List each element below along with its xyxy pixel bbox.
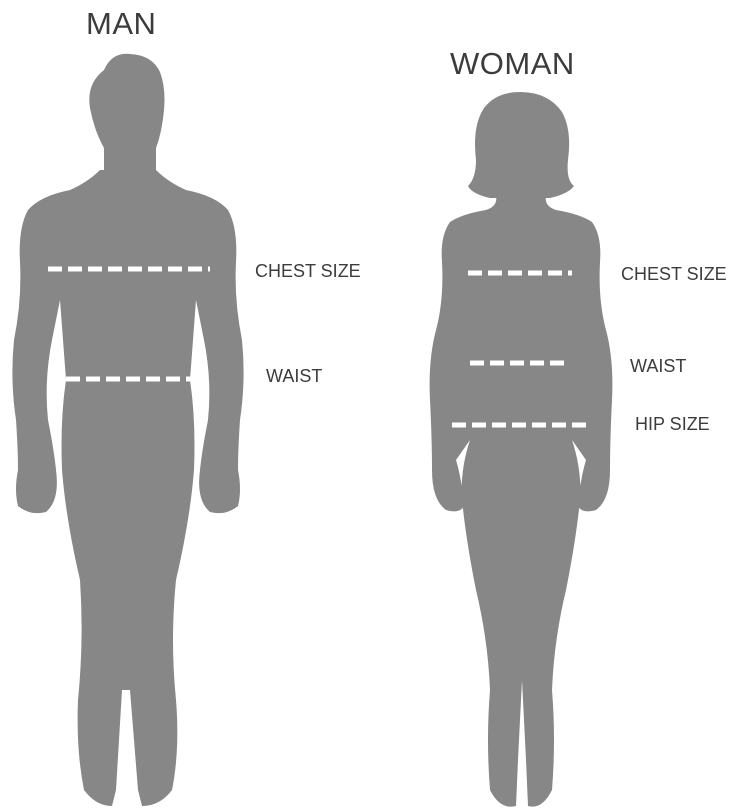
woman-body (430, 196, 613, 807)
woman-hip-label: HIP SIZE (635, 414, 710, 435)
man-waist-label: WAIST (266, 366, 322, 387)
woman-title: WOMAN (450, 46, 575, 82)
woman-head (468, 92, 574, 198)
man-title: MAN (86, 6, 156, 42)
man-silhouette (12, 54, 243, 806)
woman-waist-label: WAIST (630, 356, 686, 377)
woman-chest-label: CHEST SIZE (621, 264, 727, 285)
man-head (89, 54, 164, 170)
woman-silhouette (430, 92, 613, 807)
man-torso (12, 170, 243, 806)
man-chest-label: CHEST SIZE (255, 261, 361, 282)
